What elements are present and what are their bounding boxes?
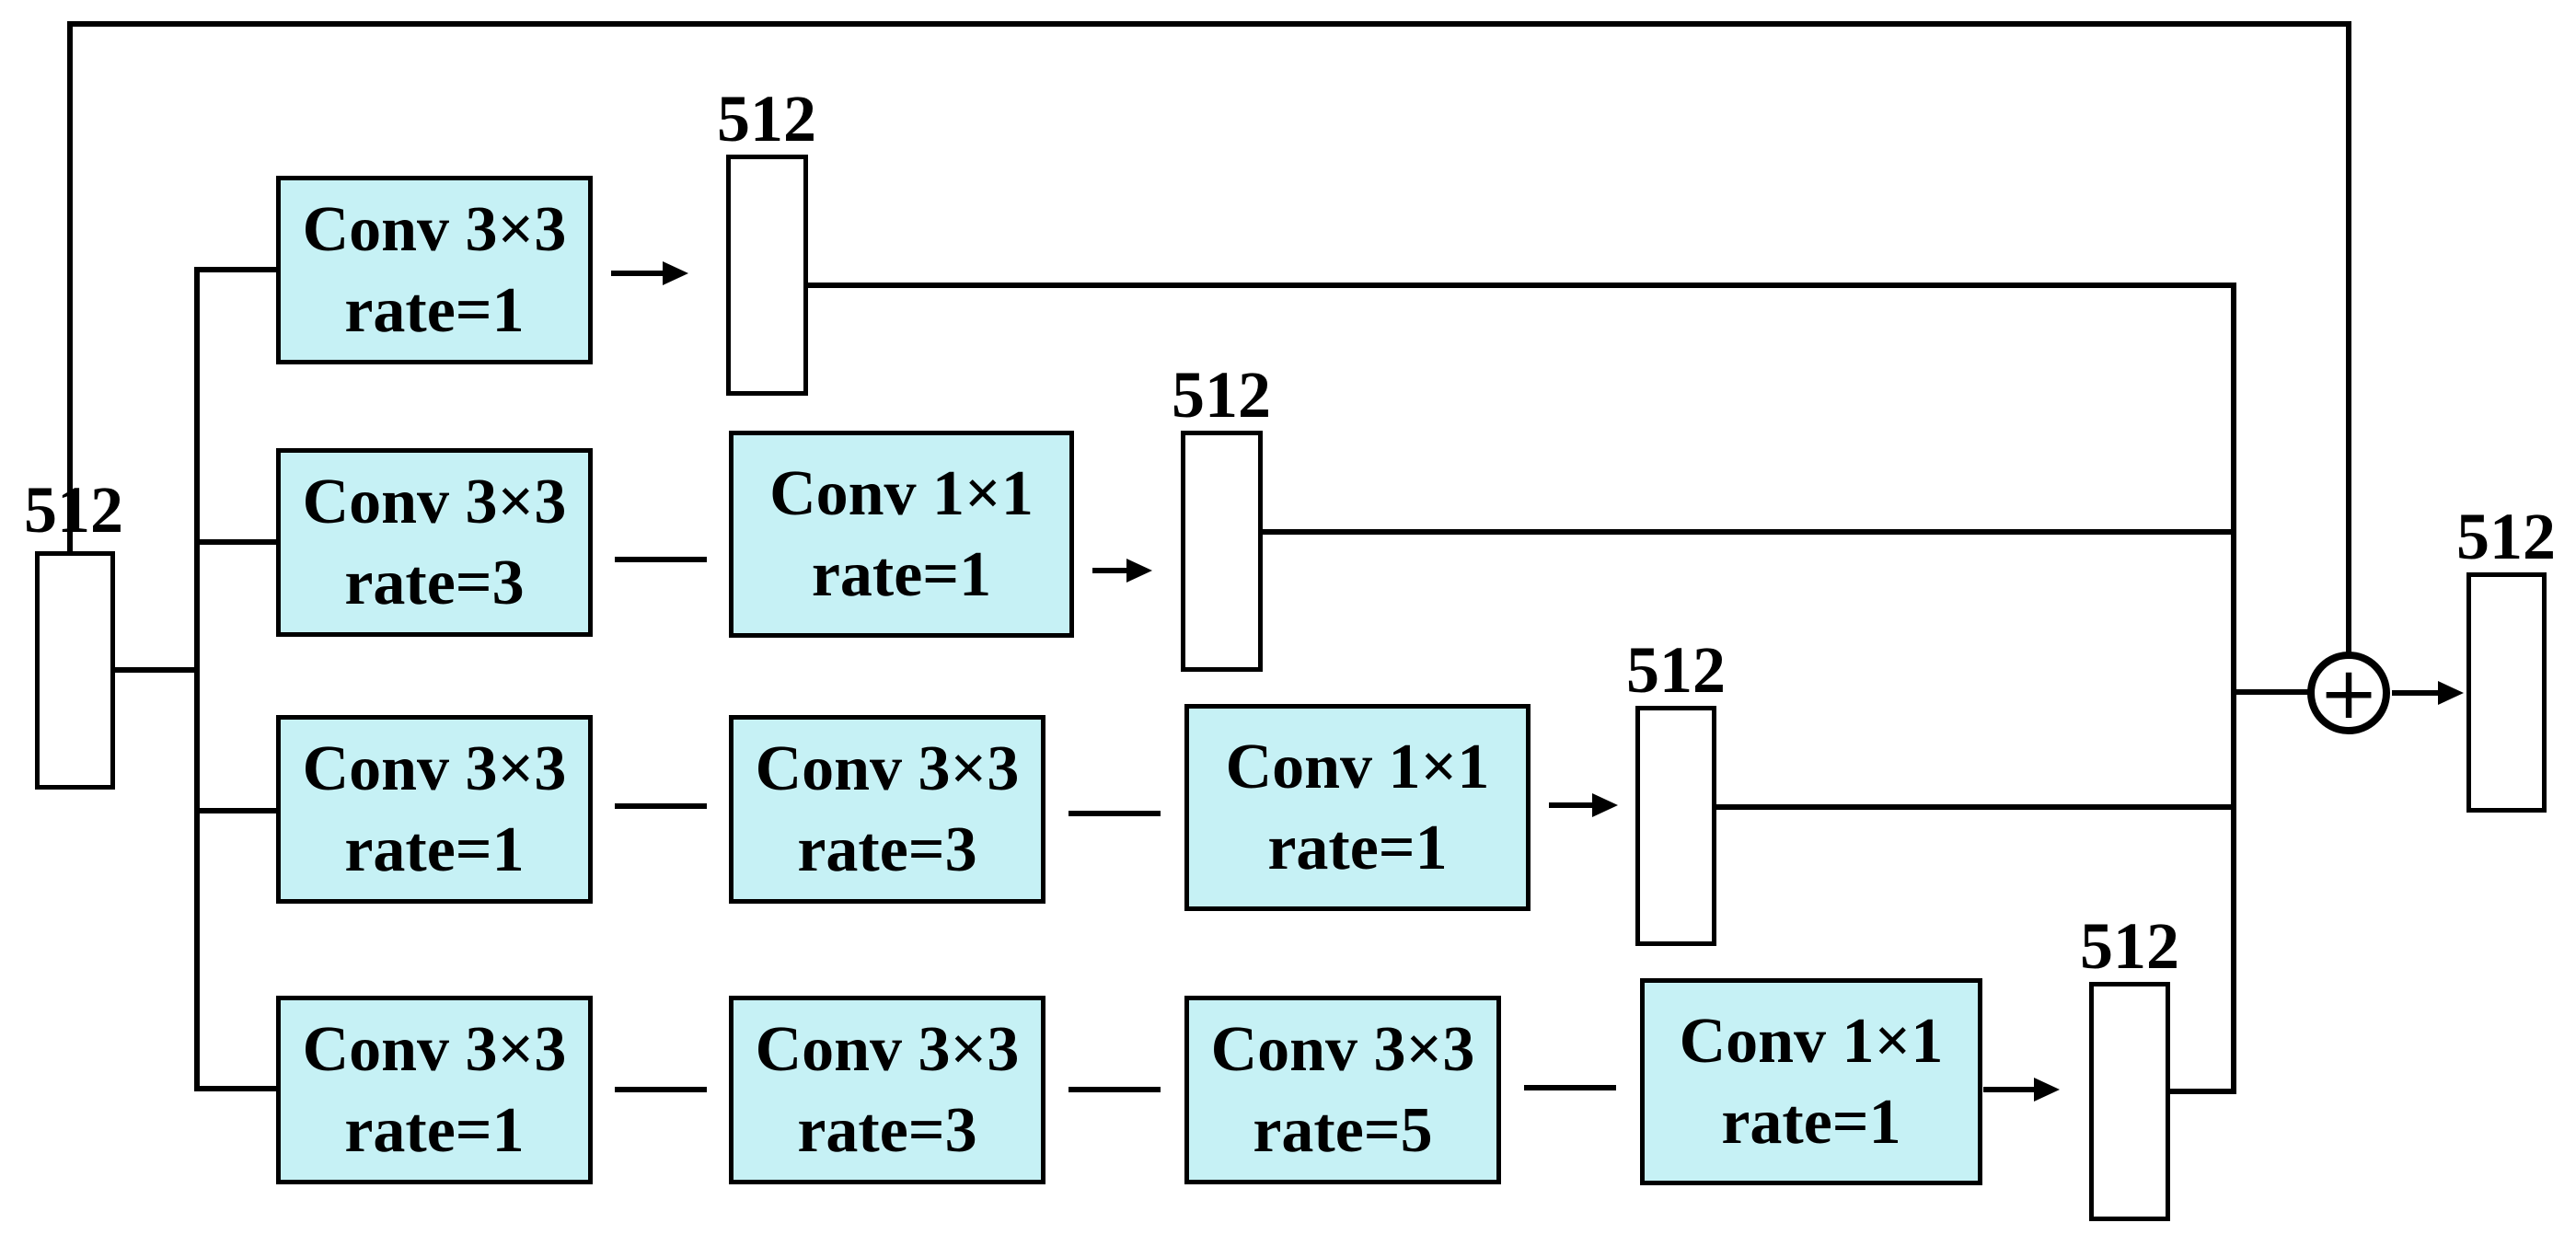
branch-stub-row2: [200, 539, 276, 545]
branch-stub-row1: [200, 267, 276, 272]
conv-box-rate: rate=3: [797, 1094, 977, 1166]
branch-stub-row3: [200, 808, 276, 813]
conv-box-kernel: Conv 3×3: [755, 733, 1020, 804]
conv-box-row3-3: Conv 1×1 rate=1: [1184, 704, 1531, 911]
arrow-shaft-row3: [1549, 802, 1592, 808]
arrow-shaft-row4: [1983, 1087, 2034, 1092]
conv-box-row2-2: Conv 1×1 rate=1: [729, 431, 1074, 638]
input-feature-bar: [35, 551, 115, 790]
arrow-shaft-row1: [611, 271, 663, 276]
conv-box-row4-2: Conv 3×3 rate=3: [729, 996, 1045, 1184]
conv-box-kernel: Conv 3×3: [755, 1013, 1020, 1085]
collector-line: [2231, 283, 2236, 1094]
plus-icon: +: [2318, 652, 2379, 735]
conv-box-kernel: Conv 1×1: [1225, 731, 1490, 802]
arrow-head-row4-icon: [2034, 1078, 2060, 1102]
skip-right-line: [2346, 21, 2351, 653]
conv-box-row1-1: Conv 3×3 rate=1: [276, 176, 593, 364]
skip-left-line: [67, 21, 73, 554]
output-channels-label: 512: [2456, 500, 2556, 573]
branch-stub-row4: [200, 1086, 276, 1091]
conv-box-rate: rate=1: [344, 813, 525, 885]
row3-channels-label: 512: [1626, 633, 1726, 707]
row3-output-line: [1716, 804, 2234, 810]
arrow-head-row3-icon: [1592, 793, 1618, 817]
row4-output-line: [2170, 1089, 2234, 1094]
arrow-shaft-output: [2392, 690, 2438, 696]
conv-box-row3-2: Conv 3×3 rate=3: [729, 715, 1045, 904]
row4-feature-bar: [2089, 982, 2170, 1221]
arrow-shaft-row2: [1092, 568, 1126, 573]
conv-box-row3-1: Conv 3×3 rate=1: [276, 715, 593, 904]
row1-output-line: [808, 283, 2234, 288]
conv-box-rate: rate=1: [1267, 812, 1448, 883]
conv-box-rate: rate=1: [811, 538, 992, 610]
arrow-head-row2-icon: [1126, 559, 1152, 583]
input-channels-label: 512: [24, 473, 123, 547]
sum-node: +: [2307, 652, 2390, 734]
conv-box-rate: rate=3: [344, 547, 525, 618]
connector-dash-row4-2: [1069, 1087, 1161, 1092]
input-branch-line: [115, 667, 200, 673]
row3-feature-bar: [1635, 706, 1716, 946]
output-feature-bar: [2466, 572, 2547, 813]
connector-dash-row3-2: [1069, 811, 1161, 816]
row1-channels-label: 512: [717, 82, 816, 156]
arrow-head-row1-icon: [663, 261, 688, 285]
conv-box-rate: rate=5: [1253, 1094, 1433, 1166]
conv-box-kernel: Conv 3×3: [302, 193, 567, 265]
connector-dash-row4-3: [1524, 1085, 1616, 1090]
conv-box-rate: rate=1: [1721, 1086, 1901, 1158]
row2-output-line: [1263, 529, 2234, 535]
conv-box-kernel: Conv 3×3: [302, 1013, 567, 1085]
conv-box-rate: rate=1: [344, 1094, 525, 1166]
conv-box-kernel: Conv 3×3: [302, 733, 567, 804]
conv-box-kernel: Conv 3×3: [1210, 1013, 1475, 1085]
conv-box-row4-3: Conv 3×3 rate=5: [1184, 996, 1501, 1184]
connector-dash-row4-1: [615, 1087, 707, 1092]
conv-box-kernel: Conv 1×1: [769, 457, 1034, 529]
row2-feature-bar: [1181, 431, 1263, 672]
branch-trunk-line: [194, 267, 200, 1091]
connector-dash-row3-1: [615, 803, 707, 809]
conv-box-row4-1: Conv 3×3 rate=1: [276, 996, 593, 1184]
row4-channels-label: 512: [2080, 909, 2179, 983]
sum-input-line: [2234, 689, 2310, 695]
conv-box-row2-1: Conv 3×3 rate=3: [276, 448, 593, 637]
row2-channels-label: 512: [1172, 358, 1271, 432]
conv-box-rate: rate=1: [344, 274, 525, 346]
skip-top-line: [67, 21, 2351, 27]
conv-box-rate: rate=3: [797, 813, 977, 885]
connector-dash-row2-1: [615, 557, 707, 562]
conv-box-row4-4: Conv 1×1 rate=1: [1640, 978, 1982, 1185]
row1-feature-bar: [726, 155, 808, 396]
conv-box-kernel: Conv 3×3: [302, 466, 567, 537]
conv-box-kernel: Conv 1×1: [1679, 1005, 1944, 1077]
arrow-head-output-icon: [2438, 681, 2464, 705]
